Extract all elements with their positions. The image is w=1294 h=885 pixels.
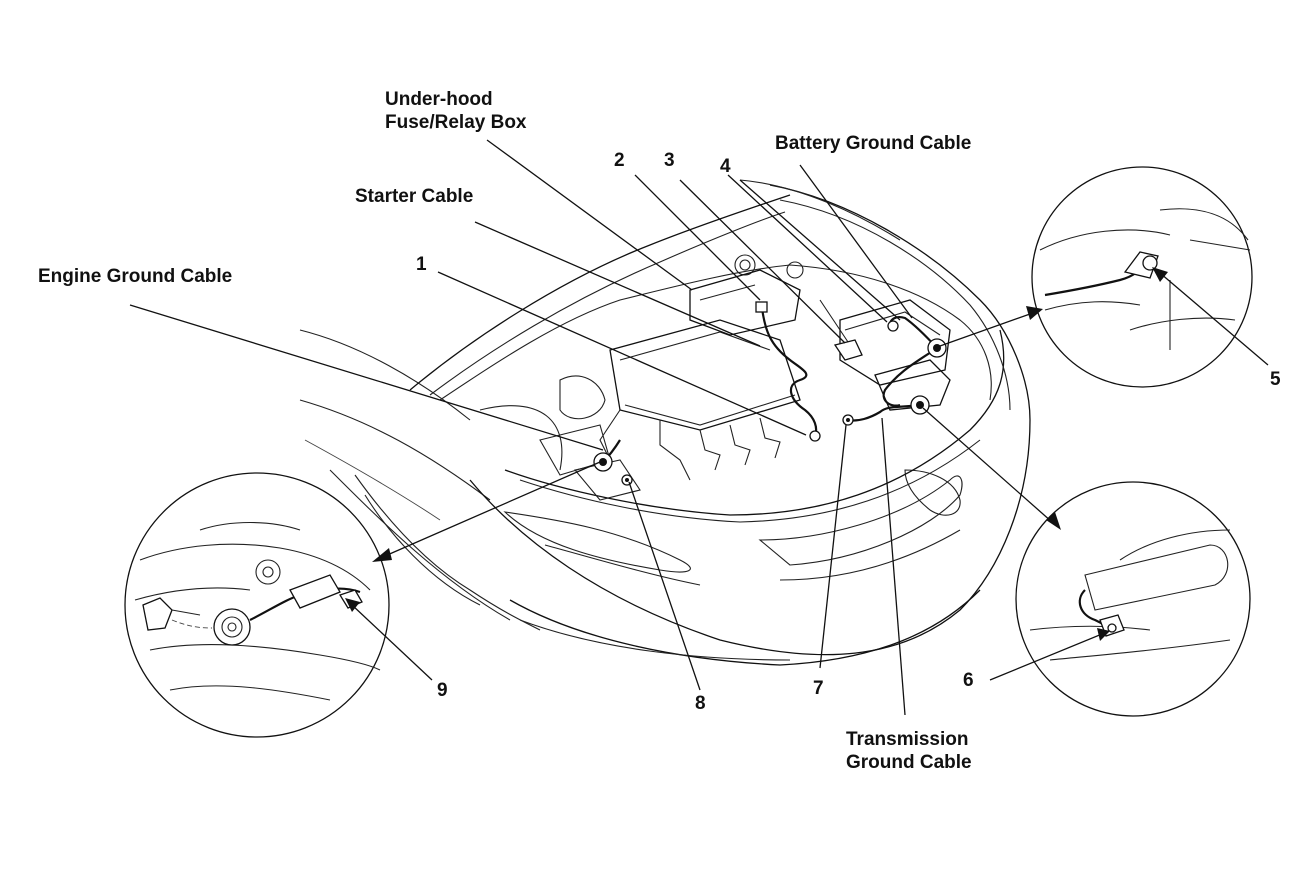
label-starter-cable: Starter Cable	[355, 186, 473, 207]
text-labels: Under-hood Fuse/Relay Box Starter Cable …	[38, 89, 1281, 773]
leader-lines	[129, 139, 1061, 716]
terminal-8-marker	[621, 474, 633, 486]
callout-5: 5	[1270, 369, 1281, 390]
transmission-cable-path	[847, 403, 921, 422]
terminal-markers	[593, 301, 947, 486]
callout-4: 4	[720, 156, 731, 177]
label-underhood-line1: Under-hood	[385, 89, 493, 110]
callout-9: 9	[437, 680, 448, 701]
engine-bay	[539, 254, 951, 501]
detail-circle-battery-ground	[1031, 166, 1253, 388]
detail-circle-engine-ground	[124, 472, 390, 738]
terminal-1-marker	[809, 430, 821, 442]
label-transmission-line1: Transmission	[846, 729, 969, 750]
battery-positive-path	[882, 347, 938, 407]
label-engine-ground-cable: Engine Ground Cable	[38, 266, 232, 287]
callout-3: 3	[664, 150, 675, 171]
callout-6: 6	[963, 670, 974, 691]
detail-pointers	[345, 267, 1269, 681]
label-underhood-line2: Fuse/Relay Box	[385, 112, 527, 133]
terminal-9-marker	[593, 452, 613, 472]
terminal-4-marker	[887, 320, 899, 332]
label-battery-ground-cable: Battery Ground Cable	[775, 133, 971, 154]
terminal-2-marker	[755, 301, 768, 313]
label-transmission-line2: Ground Cable	[846, 752, 972, 773]
starter-cable-path	[760, 307, 818, 437]
callout-7: 7	[813, 678, 824, 699]
callout-8: 8	[695, 693, 706, 714]
callout-1: 1	[416, 254, 427, 275]
callout-2: 2	[614, 150, 625, 171]
terminal-5-marker	[927, 338, 947, 358]
cables	[602, 307, 938, 463]
car-body	[299, 179, 1031, 666]
terminal-7-marker	[842, 414, 854, 426]
